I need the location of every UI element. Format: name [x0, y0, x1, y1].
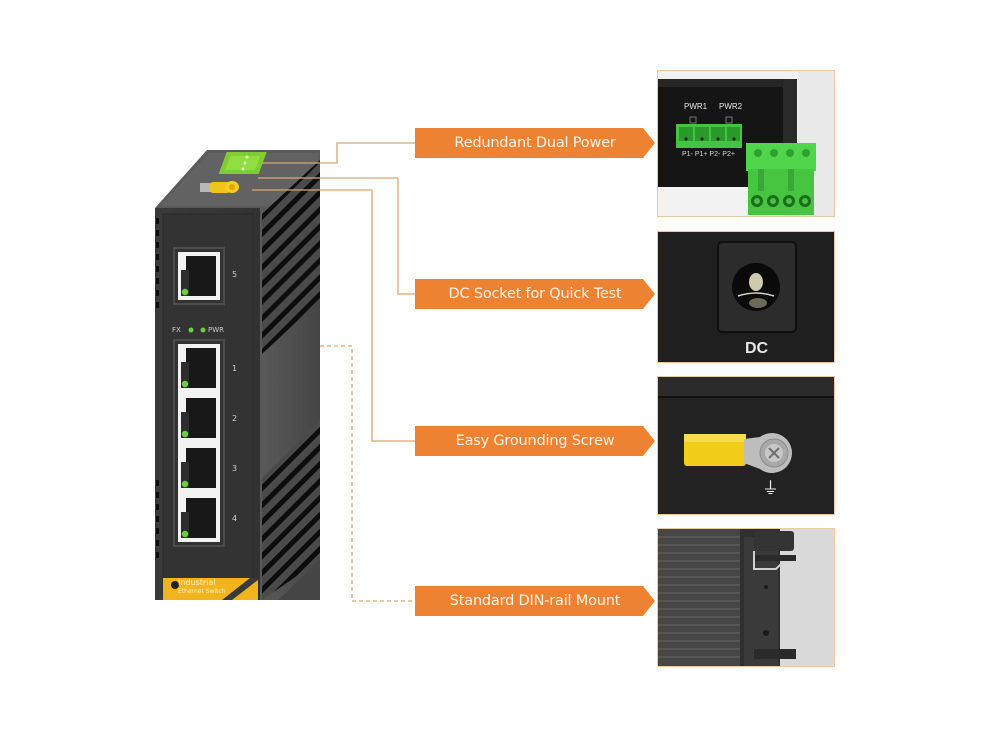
ethernet-ports-1-4 — [173, 339, 225, 547]
top-grounding-lug — [200, 181, 239, 193]
fx-led-label: FX — [172, 326, 181, 334]
brand-line-1: Industrial — [178, 578, 216, 587]
port-label-5: 5 — [232, 270, 238, 279]
port-label-1: 1 — [232, 364, 238, 373]
brand-line-2: Ethernet Switch — [178, 588, 226, 595]
callout-label: Easy Grounding Screw — [455, 433, 615, 449]
ethernet-port-5 — [173, 247, 225, 305]
pwr-led — [200, 327, 206, 333]
fx-led — [188, 327, 194, 333]
leader-din-rail — [320, 345, 416, 602]
ethernet-port-2 — [181, 398, 216, 438]
callout-din-rail-mount: Standard DIN-rail Mount — [415, 586, 655, 616]
callout-label: Redundant Dual Power — [454, 135, 616, 151]
port-label-4: 4 — [232, 514, 238, 523]
brand-strip — [163, 578, 258, 600]
ethernet-port-4 — [181, 498, 216, 538]
terminal-polarity-labels: P1- P1+ P2- P2+ — [682, 151, 735, 158]
callout-grounding-screw: Easy Grounding Screw — [415, 426, 655, 456]
callout-label: Standard DIN-rail Mount — [449, 593, 621, 609]
pwr-led-label: PWR — [208, 326, 225, 334]
photo-grounding-screw: ⏚ — [657, 376, 835, 515]
top-power-terminal — [218, 152, 267, 174]
callout-leader-lines — [252, 142, 416, 602]
pwr2-label: PWR2 — [719, 102, 743, 111]
callout-redundant-dual-power: Redundant Dual Power — [415, 128, 655, 158]
ethernet-port-3 — [181, 448, 216, 488]
front-left-vents — [156, 218, 159, 558]
dc-label: DC — [745, 340, 769, 357]
loose-terminal-plug — [746, 143, 816, 215]
photo-din-rail-mount — [657, 528, 835, 667]
ground-symbol-icon: ⏚ — [762, 479, 779, 498]
ethernet-port-1 — [181, 348, 216, 388]
callout-label: DC Socket for Quick Test — [448, 286, 622, 302]
callout-dc-socket: DC Socket for Quick Test — [415, 279, 655, 309]
leader-grounding — [252, 189, 416, 442]
port-5-led — [181, 288, 189, 296]
photo-dual-power-terminal: PWR1 PWR2 P1- P1+ P2- P2+ — [657, 70, 835, 217]
port-label-3: 3 — [232, 464, 238, 473]
photo-dc-socket: DC — [657, 231, 835, 363]
leader-dc-socket — [258, 177, 416, 295]
leader-dual-power — [262, 142, 416, 164]
pwr1-label: PWR1 — [684, 102, 708, 111]
port-label-2: 2 — [232, 414, 238, 423]
